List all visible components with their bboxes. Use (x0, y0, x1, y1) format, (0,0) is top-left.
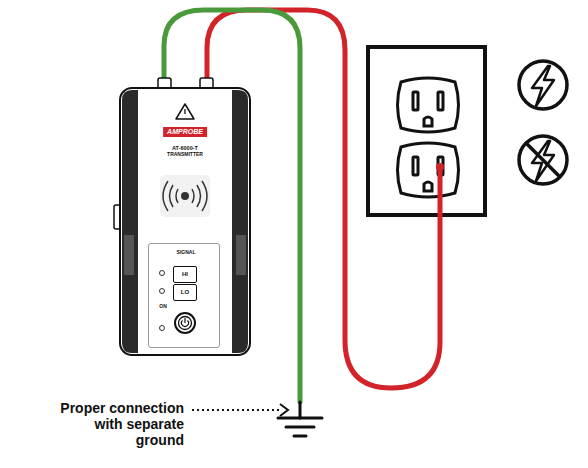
signal-label: SIGNAL (177, 250, 196, 256)
leader-line (192, 409, 280, 411)
power-label: ON (159, 304, 167, 310)
red-lead (207, 10, 440, 388)
button-label: LO (181, 289, 189, 296)
control-panel: HI LO SIGNAL ON (148, 243, 220, 348)
receptacle (398, 143, 459, 197)
transmitter-body: HI LO SIGNAL ON AMPROBE AT-6000-TTRANSMITTER (120, 85, 250, 355)
live-icon (519, 61, 567, 109)
transmitter-housing (114, 78, 250, 355)
signal-button: HI (173, 266, 197, 283)
lead-tip (436, 163, 444, 171)
brand-badge: AMPROBE (163, 127, 207, 137)
outlet-plate (368, 47, 485, 215)
no-voltage-icon (519, 136, 567, 184)
signal-button: LO (173, 284, 197, 301)
callout-text: Proper connection with separate ground (44, 400, 184, 448)
button-label: HI (182, 271, 188, 278)
ground-symbol (278, 402, 322, 436)
leader-arrow (280, 404, 288, 416)
model-number: AT-6000-T (172, 145, 198, 151)
receptacle (398, 78, 459, 132)
device-name: TRANSMITTER (167, 152, 203, 158)
